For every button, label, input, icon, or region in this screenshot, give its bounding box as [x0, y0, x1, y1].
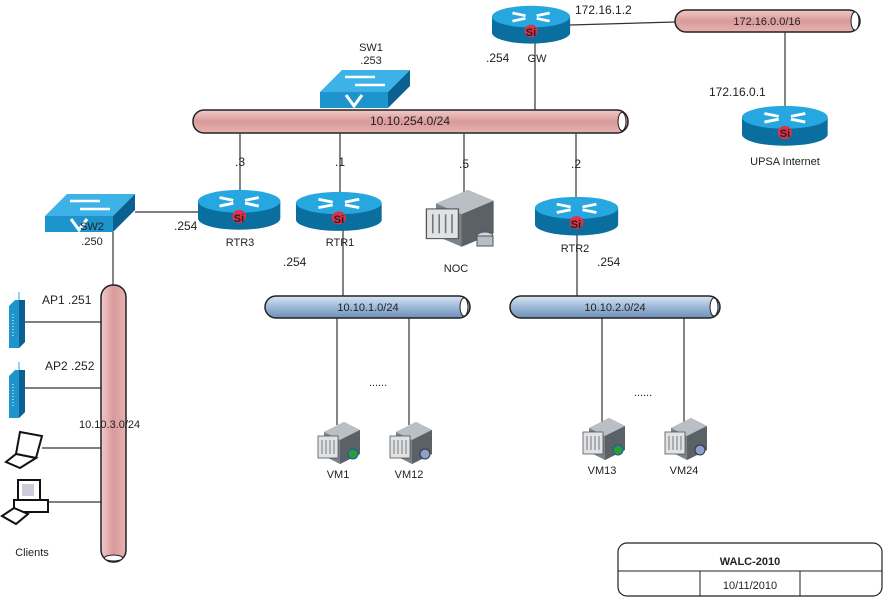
upsa-internet-router[interactable]: Si UPSA Internet 172.16.0.1 — [709, 85, 830, 168]
vm-range-ellipsis-lan2: ...... — [634, 387, 652, 399]
rtr2-ip-backbone: .2 — [571, 157, 581, 171]
gw-ip-backbone: .254 — [486, 51, 510, 65]
lan1-network: 10.10.1.0/24 — [264, 295, 471, 319]
vm12-name: VM12 — [395, 469, 424, 481]
rtr3-ip-lan: .254 — [174, 219, 198, 233]
vm24-server[interactable]: VM24 — [664, 417, 708, 477]
laptop-client[interactable] — [4, 430, 44, 470]
backbone-label: 10.10.254.0/24 — [370, 114, 450, 128]
links — [22, 21, 786, 503]
gw-ip-wan: 172.16.1.2 — [575, 3, 632, 17]
upsa-ip: 172.16.0.1 — [709, 85, 766, 99]
vm12-server[interactable]: VM12 — [389, 421, 433, 481]
rtr2-name: RTR2 — [561, 243, 590, 255]
ap1-access-point[interactable]: AP1 .251 — [8, 291, 92, 349]
clients-label: Clients — [15, 547, 49, 559]
lan1-label: 10.10.1.0/24 — [337, 302, 398, 314]
sw2-name: SW2 — [80, 221, 104, 233]
wan-label: 172.16.0.0/16 — [733, 16, 800, 28]
rtr2-router[interactable]: .2 Si RTR2 .254 — [533, 157, 621, 269]
sw1-switch[interactable]: SW1 .253 — [318, 42, 412, 110]
si-badge: Si — [571, 219, 581, 231]
diagram-title: WALC-2010 — [720, 556, 781, 568]
rtr1-router[interactable]: .1 Si RTR1 .254 — [283, 155, 384, 269]
rtr3-router[interactable]: .3 Si RTR3 .254 — [174, 155, 282, 249]
vm-range-ellipsis-lan1: ...... — [369, 377, 387, 389]
title-block: WALC-2010 10/11/2010 — [617, 542, 883, 597]
noc-server[interactable]: .5 NOC — [425, 157, 495, 275]
desktop-client[interactable] — [0, 479, 49, 526]
lan2-network: 10.10.2.0/24 — [509, 295, 721, 319]
rtr1-ip-lan: .254 — [283, 255, 307, 269]
upsa-name: UPSA Internet — [750, 156, 820, 168]
si-badge: Si — [234, 213, 244, 225]
gw-router[interactable]: Si GW .254 172.16.1.2 — [486, 3, 632, 65]
rtr1-name: RTR1 — [326, 237, 355, 249]
diagram-date: 10/11/2010 — [723, 580, 777, 592]
si-badge: Si — [334, 214, 344, 226]
vm13-server[interactable]: VM13 — [582, 417, 626, 477]
rtr2-ip-lan: .254 — [597, 255, 621, 269]
backbone-network: 10.10.254.0/24 — [192, 109, 629, 134]
ap2-label: AP2 .252 — [45, 359, 95, 373]
lan3-network: 10.10.3.0/24 — [79, 284, 140, 563]
lan3-label: 10.10.3.0/24 — [79, 419, 140, 431]
noc-ip: .5 — [459, 157, 469, 171]
si-badge: Si — [526, 27, 536, 39]
vm1-name: VM1 — [327, 469, 350, 481]
noc-name: NOC — [444, 263, 469, 275]
ap2-access-point[interactable]: AP2 .252 — [8, 359, 95, 419]
rtr3-name: RTR3 — [226, 237, 255, 249]
wan-network: 172.16.0.0/16 — [674, 9, 861, 33]
vm24-name: VM24 — [670, 465, 699, 477]
vm1-server[interactable]: VM1 — [317, 421, 361, 481]
rtr3-ip-backbone: .3 — [235, 155, 245, 169]
lan2-label: 10.10.2.0/24 — [584, 302, 645, 314]
sw2-switch[interactable]: SW2 .250 — [43, 192, 137, 248]
sw1-ip: .253 — [360, 55, 381, 67]
sw1-name: SW1 — [359, 42, 383, 54]
ap1-label: AP1 .251 — [42, 293, 92, 307]
gw-name: GW — [528, 53, 548, 65]
si-badge: Si — [780, 128, 790, 140]
sw2-ip: .250 — [81, 236, 102, 248]
vm13-name: VM13 — [588, 465, 617, 477]
rtr1-ip-backbone: .1 — [335, 155, 345, 169]
